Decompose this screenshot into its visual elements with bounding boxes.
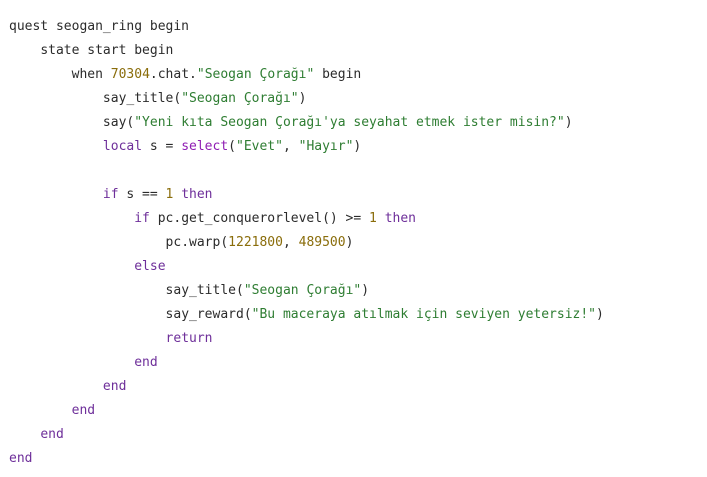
code-token: end [40, 427, 64, 442]
code-line: say_title("Seogan Çorağı") [9, 279, 370, 303]
code-indent [9, 187, 103, 202]
code-line: say("Yeni kıta Seogan Çorağı'ya seyahat … [9, 111, 573, 135]
code-token: end [134, 355, 158, 370]
code-token: pc.warp( [165, 235, 229, 250]
code-token: "Bu maceraya atılmak için seviyen yeters… [251, 307, 597, 322]
code-token: ) [353, 139, 362, 154]
code-token: begin [314, 67, 362, 82]
code-token: 489500 [298, 235, 346, 250]
code-token: "Seogan Çorağı" [196, 67, 315, 82]
code-token: 1 [165, 187, 174, 202]
code-line: end [9, 351, 158, 375]
code-token: then [173, 187, 213, 202]
code-token: end [71, 403, 96, 418]
code-line: local s = select("Evet", "Hayır") [9, 135, 361, 159]
code-indent [9, 139, 103, 154]
code-token: ) [564, 115, 573, 130]
code-line: if pc.get_conquerorlevel() >= 1 then [9, 207, 416, 231]
code-token: ( [228, 139, 236, 154]
code-token: when [71, 67, 111, 82]
code-indent [9, 283, 166, 298]
code-token: say_reward( [165, 307, 252, 322]
code-token: 1 [369, 211, 377, 226]
code-token: "Yeni kıta Seogan Çorağı'ya seyahat etme… [134, 115, 565, 130]
code-indent [9, 331, 166, 346]
code-indent [9, 235, 166, 250]
code-line: end [9, 399, 95, 423]
code-token: , [282, 235, 299, 250]
code-token: if [134, 211, 150, 226]
code-token: ) [596, 307, 604, 322]
code-token: s = [142, 139, 182, 154]
code-indent [9, 259, 134, 274]
code-line: pc.warp(1221800, 489500) [9, 231, 354, 255]
code-token: select [181, 139, 229, 154]
code-line: when 70304.chat."Seogan Çorağı" begin [9, 63, 362, 87]
code-indent [9, 67, 72, 82]
code-indent [9, 427, 40, 442]
code-token: 1221800 [228, 235, 283, 250]
code-token: ) [345, 235, 354, 250]
code-indent [9, 307, 166, 322]
code-line: return [9, 327, 213, 351]
code-token: end [102, 379, 127, 394]
code-token: return [165, 331, 213, 346]
code-token: end [9, 451, 33, 466]
code-token: "Evet" [236, 139, 283, 154]
code-token: 70304 [110, 67, 150, 82]
code-line: say_title("Seogan Çorağı") [9, 87, 307, 111]
code-indent [9, 115, 103, 130]
code-indent [9, 403, 72, 418]
code-token: pc.get_conquerorlevel() >= [149, 211, 370, 226]
code-token: ) [361, 283, 370, 298]
code-token: local [102, 139, 143, 154]
code-token: then [376, 211, 417, 226]
code-indent [9, 355, 134, 370]
code-line: quest seogan_ring begin [9, 15, 189, 39]
code-indent [9, 211, 134, 226]
code-line: end [9, 423, 64, 447]
code-token: s == [118, 187, 166, 202]
code-line: else [9, 255, 166, 279]
code-indent [9, 43, 40, 58]
code-token: if [102, 187, 119, 202]
code-token: .chat. [149, 67, 197, 82]
code-line: end [9, 447, 32, 471]
code-token: "Seogan Çorağı" [243, 283, 362, 298]
code-indent [9, 91, 103, 106]
code-token: say( [102, 115, 135, 130]
code-token: "Hayır" [298, 139, 354, 154]
code-token: , [282, 139, 299, 154]
code-token: quest seogan_ring begin [9, 19, 190, 34]
code-token: else [134, 259, 166, 274]
code-line: if s == 1 then [9, 183, 213, 207]
code-line: say_reward("Bu maceraya atılmak için sev… [9, 303, 604, 327]
code-token: say_title( [102, 91, 182, 106]
code-token: ) [298, 91, 307, 106]
code-token: state start begin [40, 43, 174, 58]
code-indent [9, 379, 103, 394]
code-token: "Seogan Çorağı" [181, 91, 299, 106]
code-line: state start begin [9, 39, 173, 63]
code-token: say_title( [165, 283, 244, 298]
code-line: end [9, 375, 126, 399]
